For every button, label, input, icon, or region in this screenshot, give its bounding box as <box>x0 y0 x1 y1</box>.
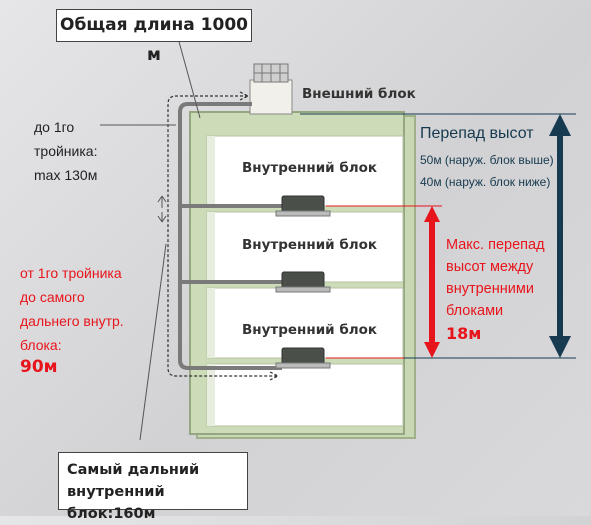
indoor-unit-label-3: Внутренний блок <box>242 322 378 338</box>
outdoor-unit-graphic <box>249 63 293 115</box>
farthest-note-line-3: дальнего внутр. <box>20 313 124 329</box>
farthest-unit-line-1: Самый дальний <box>67 462 200 478</box>
indoor-unit-icons <box>275 195 331 369</box>
indoor-diff-line-2: высот между <box>446 259 534 275</box>
farthest-unit-label: Самый дальний внутренний блок:160м <box>58 452 248 522</box>
height-difference-arrow <box>549 114 571 358</box>
first-tee-note-line-1: до 1го <box>34 119 75 135</box>
first-tee-note-line-2: тройника: <box>34 143 98 159</box>
farthest-note-value: 90м <box>20 357 58 377</box>
indoor-diff-value: 18м <box>446 324 482 343</box>
reference-lines <box>300 113 576 359</box>
indoor-diff-line-3: внутренними <box>446 281 534 297</box>
height-diff-line-2: 40м (наруж. блок ниже) <box>420 175 551 189</box>
height-diff-title: Перепад высот <box>420 125 534 142</box>
dashed-route <box>167 91 280 381</box>
indoor-height-difference-arrow <box>424 206 440 358</box>
indoor-diff-line-1: Макс. перепад <box>446 237 545 253</box>
farthest-note-line-1: от 1го тройника <box>20 265 122 281</box>
farthest-note-line-4: блока: <box>20 337 62 353</box>
indoor-unit-label-2: Внутренний блок <box>242 237 378 253</box>
building <box>189 111 416 439</box>
refrigerant-pipes <box>178 102 290 370</box>
farthest-note-line-2: до самого <box>20 289 85 305</box>
outdoor-unit-label: Внешний блок <box>302 86 416 102</box>
indoor-unit-label-1: Внутренний блок <box>242 160 378 176</box>
farthest-unit-line-2: внутренний блок:160м <box>67 484 165 522</box>
indoor-diff-line-4: блоками <box>446 303 504 319</box>
height-diff-line-1: 50м (наруж. блок выше) <box>420 153 554 167</box>
total-length-label: Общая длина 1000 м <box>56 9 252 65</box>
first-tee-note-line-3: max 130м <box>34 167 98 183</box>
guide-lines <box>100 37 201 441</box>
